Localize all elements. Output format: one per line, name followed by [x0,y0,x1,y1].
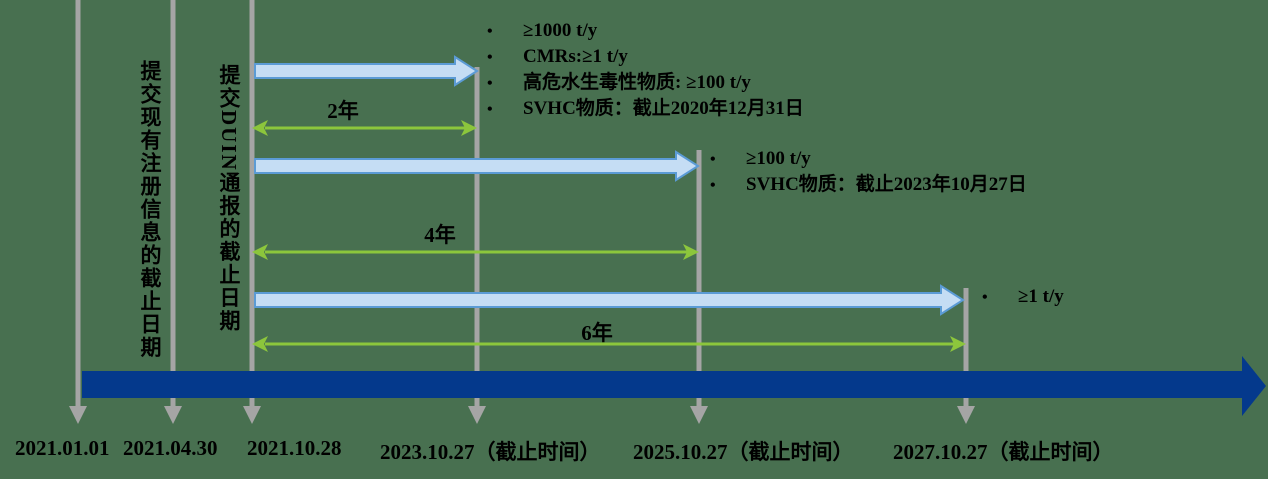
blue-arrow-2025-deadline [254,150,700,182]
axis-label-duin-notification-deadline: 提交DUIN通报的截止日期 [217,64,241,333]
bullet-icon: • [487,101,493,118]
date-label-2021-10-28: 2021.10.28 [247,436,342,460]
down-arrow-icon [69,406,87,424]
bullet-group-2027-deadline: • ≥1 t/y [982,284,1064,310]
list-item: • ≥1 t/y [982,284,1064,310]
axis-label-existing-registration-deadline: 提交现有注册信息的截止日期 [138,60,162,359]
date-label-2021-04-30: 2021.04.30 [123,436,218,460]
list-item-label: SVHC物质：截止2023年10月27日 [746,174,1027,195]
bullet-icon: • [982,289,988,306]
duration-label-6y: 6年 [581,321,613,345]
bullet-group-2023-deadline: • ≥1000 t/y • CMRs:≥1 t/y • 高危水生毒性物质: ≥100 … [487,18,804,122]
list-item: • CMRs:≥1 t/y [487,44,804,70]
date-label-2023-10-27: 2023.10.27（截止时间） [380,440,601,464]
left-arrowhead-icon [252,244,268,260]
list-item: • ≥1000 t/y [487,18,804,44]
list-item-label: 高危水生毒性物质: ≥100 t/y [523,72,751,93]
bullet-icon: • [487,49,493,66]
timeline-arrowhead-icon [1242,356,1266,416]
event-lines [69,0,975,424]
bullet-icon: • [487,75,493,92]
list-item-label: ≥100 t/y [746,148,811,169]
blue-arrow-2027-deadline [254,284,965,316]
date-label-2027-10-27: 2027.10.27（截止时间） [893,440,1114,464]
right-arrowhead-icon [950,336,966,352]
bullet-icon: • [487,23,493,40]
list-item-label: CMRs:≥1 t/y [523,46,628,67]
down-arrow-icon [690,406,708,424]
left-arrowhead-icon [252,120,268,136]
bullet-group-2025-deadline: • ≥100 t/y • SVHC物质：截止2023年10月27日 [710,146,1027,198]
list-item-label: SVHC物质：截止2020年12月31日 [523,98,804,119]
down-arrow-icon [243,406,261,424]
list-item: • ≥100 t/y [710,146,1027,172]
blue-arrow-2023-deadline [254,55,479,87]
down-arrow-icon [468,406,486,424]
date-label-2025-10-27: 2025.10.27（截止时间） [633,440,854,464]
right-arrowhead-icon [683,244,699,260]
list-item: • 高危水生毒性物质: ≥100 t/y [487,70,804,96]
list-item: • SVHC物质：截止2023年10月27日 [710,172,1027,198]
list-item-label: ≥1000 t/y [523,20,598,41]
duration-label-2y: 2年 [327,99,359,123]
list-item-label: ≥1 t/y [1018,286,1064,307]
date-label-2021-01-01: 2021.01.01 [15,436,110,460]
right-arrowhead-icon [461,120,477,136]
bullet-icon: • [710,177,716,194]
bullet-icon: • [710,151,716,168]
green-duration-arrows [252,120,966,352]
timeline-bar [82,371,1242,398]
left-arrowhead-icon [252,336,268,352]
down-arrow-icon [164,406,182,424]
main-timeline-arrow [82,356,1266,416]
duration-label-4y: 4年 [424,223,456,247]
list-item: • SVHC物质：截止2020年12月31日 [487,96,804,122]
down-arrow-icon [957,406,975,424]
blue-period-arrows [254,55,965,316]
